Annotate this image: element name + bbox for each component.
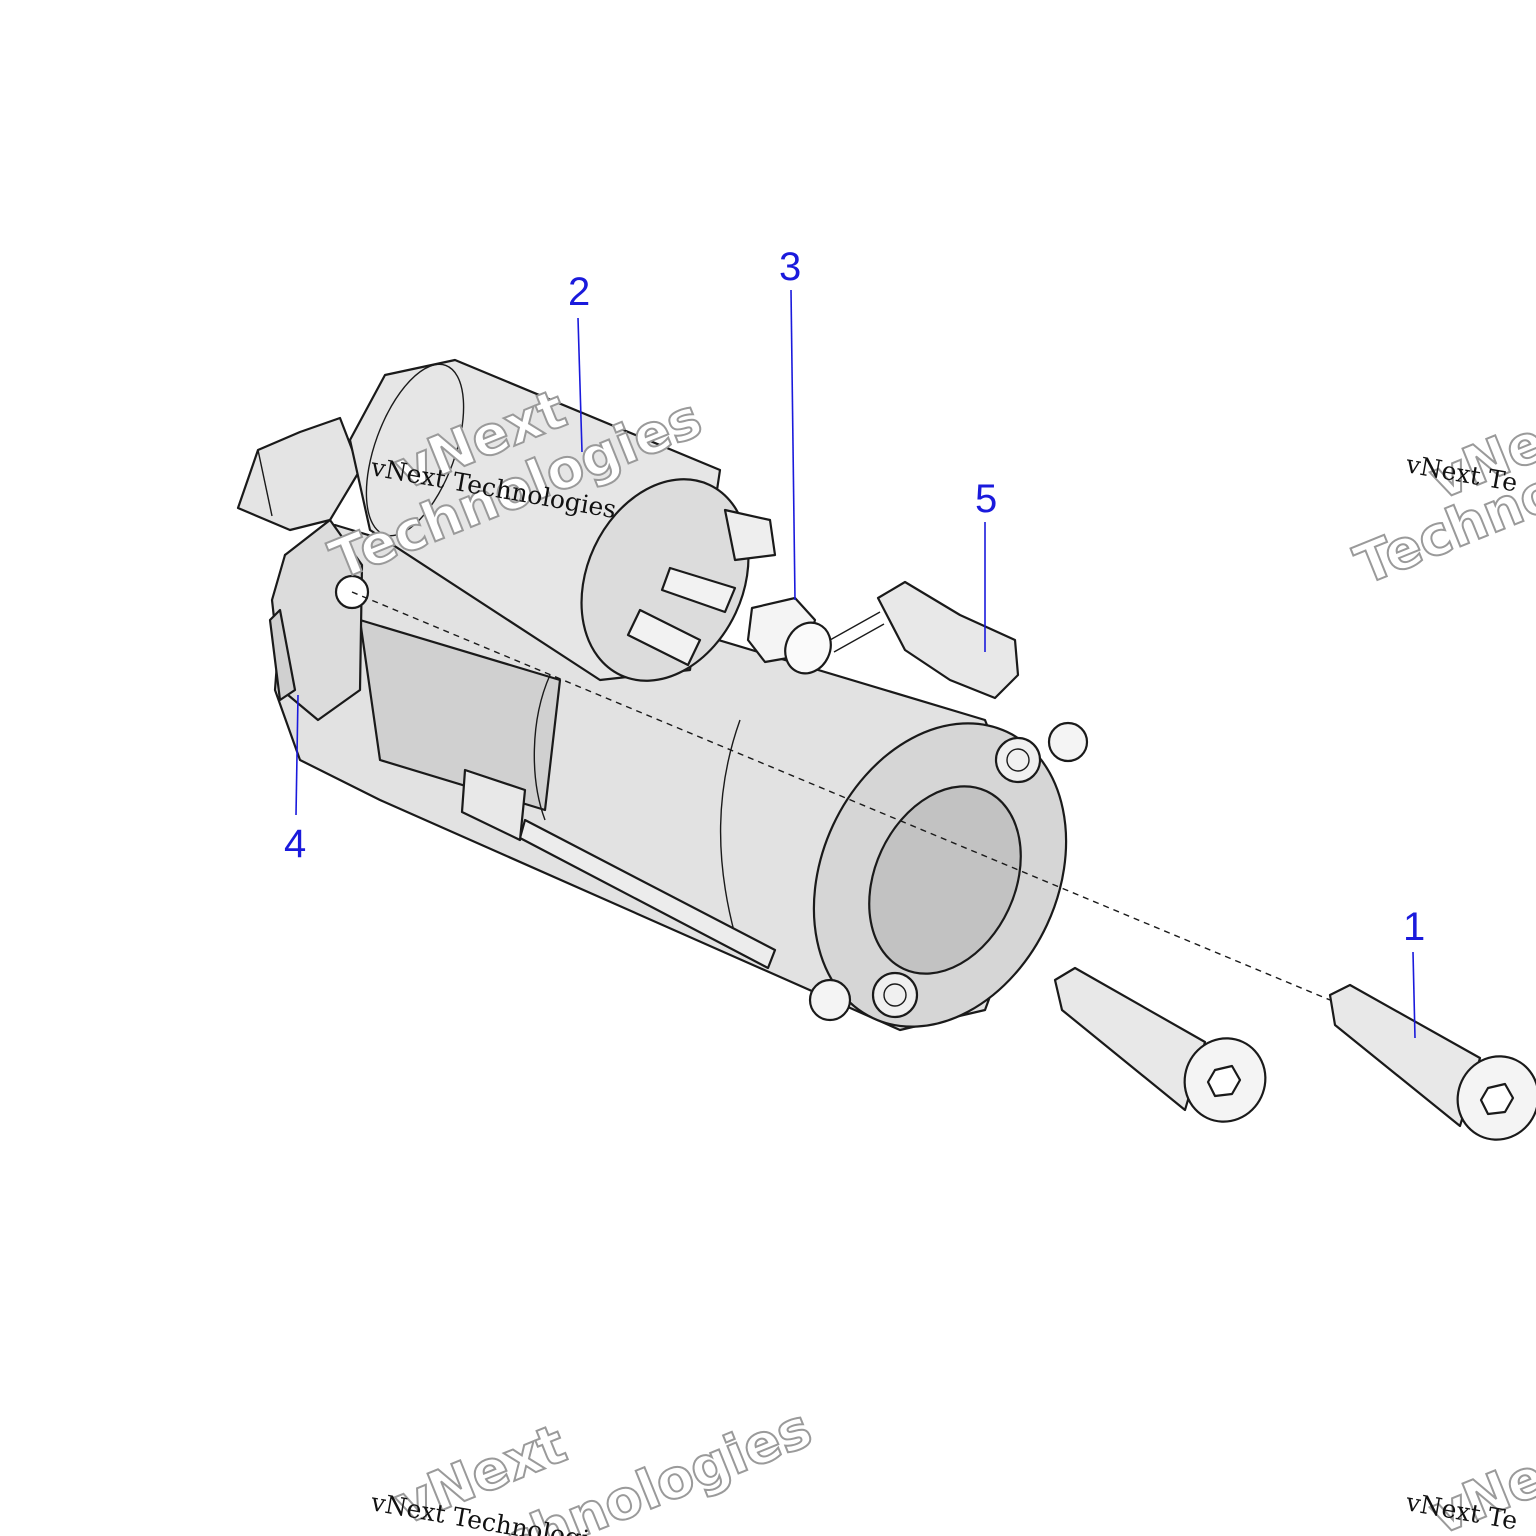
callout-3: 3 [779,245,801,289]
watermark-right: vNe Technol vNext Te [1345,409,1536,598]
leader-line-2 [577,317,583,453]
nose-housing [236,416,362,532]
bolt-axis-line [351,591,1331,1001]
solenoid [348,358,777,682]
callout-2: 2 [568,270,590,314]
callout-1: 1 [1403,905,1425,949]
callout-5: 5 [975,477,997,521]
leader-line-3 [790,289,796,601]
starter-motor-assembly [236,358,1089,1032]
watermark-bottom: vNext Technologies vNext Technologies [368,1395,821,1536]
leader-line-4 [295,694,299,816]
front-flange [268,518,370,722]
mounting-bolt-front [1053,966,1267,1123]
leader-line-1 [1412,951,1416,1039]
mounting-bolt-rear [1328,983,1536,1141]
cable-boot [829,580,1020,700]
watermark-bottom-right: vNe vNext Te [1403,1444,1536,1536]
motor-body [273,523,1089,1032]
terminal-nut [746,596,832,675]
callout-4: 4 [284,822,306,866]
